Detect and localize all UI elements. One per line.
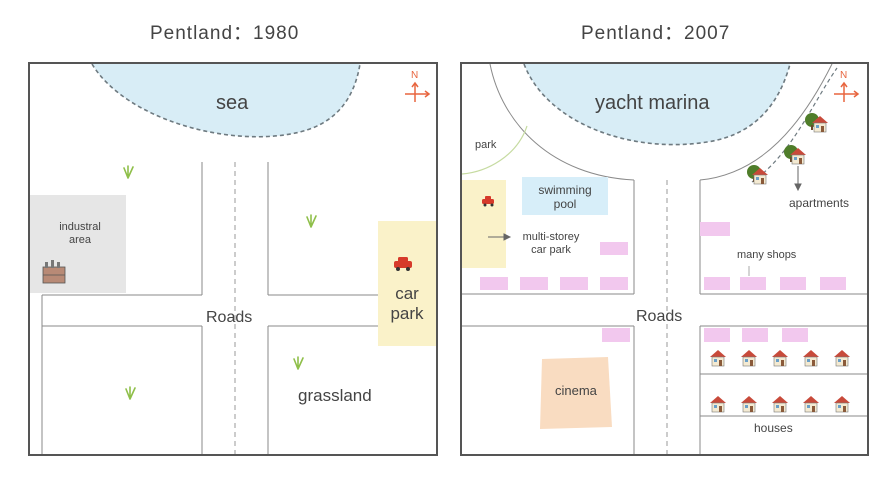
- swimming-pool-block: [522, 177, 608, 215]
- cinema-block: [540, 357, 612, 429]
- apartment-hill-line: [751, 67, 838, 183]
- house-icon: [802, 349, 820, 367]
- house-icon: [740, 395, 758, 413]
- many-shops-label: many shops: [737, 249, 797, 261]
- factory-icon: [42, 260, 66, 284]
- grass-icon: [306, 214, 317, 228]
- houses-label: houses: [754, 421, 793, 435]
- apartments-label: apartments: [789, 196, 850, 210]
- car-park-block: [378, 221, 436, 346]
- right-curved-road: [699, 64, 833, 181]
- house-icon: [811, 115, 829, 133]
- swimming-pool-label: swimming pool: [538, 183, 592, 211]
- grass-icon: [125, 386, 136, 400]
- shop-block: [704, 328, 730, 342]
- shop-block: [700, 222, 730, 236]
- house-icon: [709, 395, 727, 413]
- park-label: park: [475, 139, 497, 151]
- shop-block: [820, 277, 846, 290]
- house-icon: [789, 147, 807, 165]
- sea-label: sea: [216, 92, 249, 114]
- compass-icon: N: [832, 70, 860, 106]
- car-park-label: car park: [390, 284, 424, 323]
- house-icon: [709, 349, 727, 367]
- house-icon: [802, 395, 820, 413]
- shop-block: [704, 277, 730, 290]
- house-icon: [751, 167, 769, 185]
- left-curved-road: [489, 64, 635, 181]
- map-2007-drawing: [462, 64, 867, 454]
- house-icon: [771, 349, 789, 367]
- map-title-2007: Pentland：2007: [581, 23, 731, 44]
- house-icon: [833, 349, 851, 367]
- grass-icon: [293, 356, 304, 370]
- map-1980-drawing: [30, 64, 436, 454]
- compass-icon: N: [403, 70, 431, 106]
- roads-label: Roads: [636, 308, 683, 325]
- sea-area: [92, 64, 360, 137]
- compass-north-label: N: [411, 70, 419, 81]
- shop-block: [600, 277, 628, 290]
- grass-icon: [123, 165, 134, 179]
- house-icon: [833, 395, 851, 413]
- map-title-1980: Pentland：1980: [150, 23, 300, 44]
- cinema-label: cinema: [555, 383, 597, 398]
- shop-block: [740, 277, 766, 290]
- shop-block: [742, 328, 768, 342]
- house-icon: [771, 395, 789, 413]
- shop-block: [600, 242, 628, 255]
- roads-label: Roads: [206, 309, 253, 326]
- shop-block: [602, 328, 630, 342]
- shop-block: [560, 277, 588, 290]
- house-icons-layer: [709, 115, 851, 413]
- marina-label: yacht marina: [595, 92, 710, 114]
- compass-north-label: N: [840, 70, 848, 81]
- industrial-area-label: industral area: [59, 221, 101, 246]
- map-1980: N sea industral area car park Roads gras…: [28, 62, 438, 456]
- marina-shoreline: [523, 64, 791, 146]
- shop-blocks: [480, 222, 846, 342]
- shop-block: [480, 277, 508, 290]
- shop-block: [780, 277, 806, 290]
- car-icon: [394, 257, 412, 271]
- road-lines: [41, 162, 378, 454]
- house-icon: [740, 349, 758, 367]
- shop-block: [520, 277, 548, 290]
- multi-storey-car-park-label: multi-storey car park: [522, 231, 580, 256]
- map-2007: N: [460, 62, 869, 456]
- marina-area: [524, 64, 790, 145]
- shop-block: [782, 328, 808, 342]
- road-lines: [462, 180, 867, 454]
- grassland-label: grassland: [298, 386, 372, 405]
- car-icon: [482, 196, 494, 207]
- arrows: [488, 166, 802, 276]
- multi-storey-car-park-block: [462, 180, 506, 268]
- park-boundary: [462, 125, 528, 175]
